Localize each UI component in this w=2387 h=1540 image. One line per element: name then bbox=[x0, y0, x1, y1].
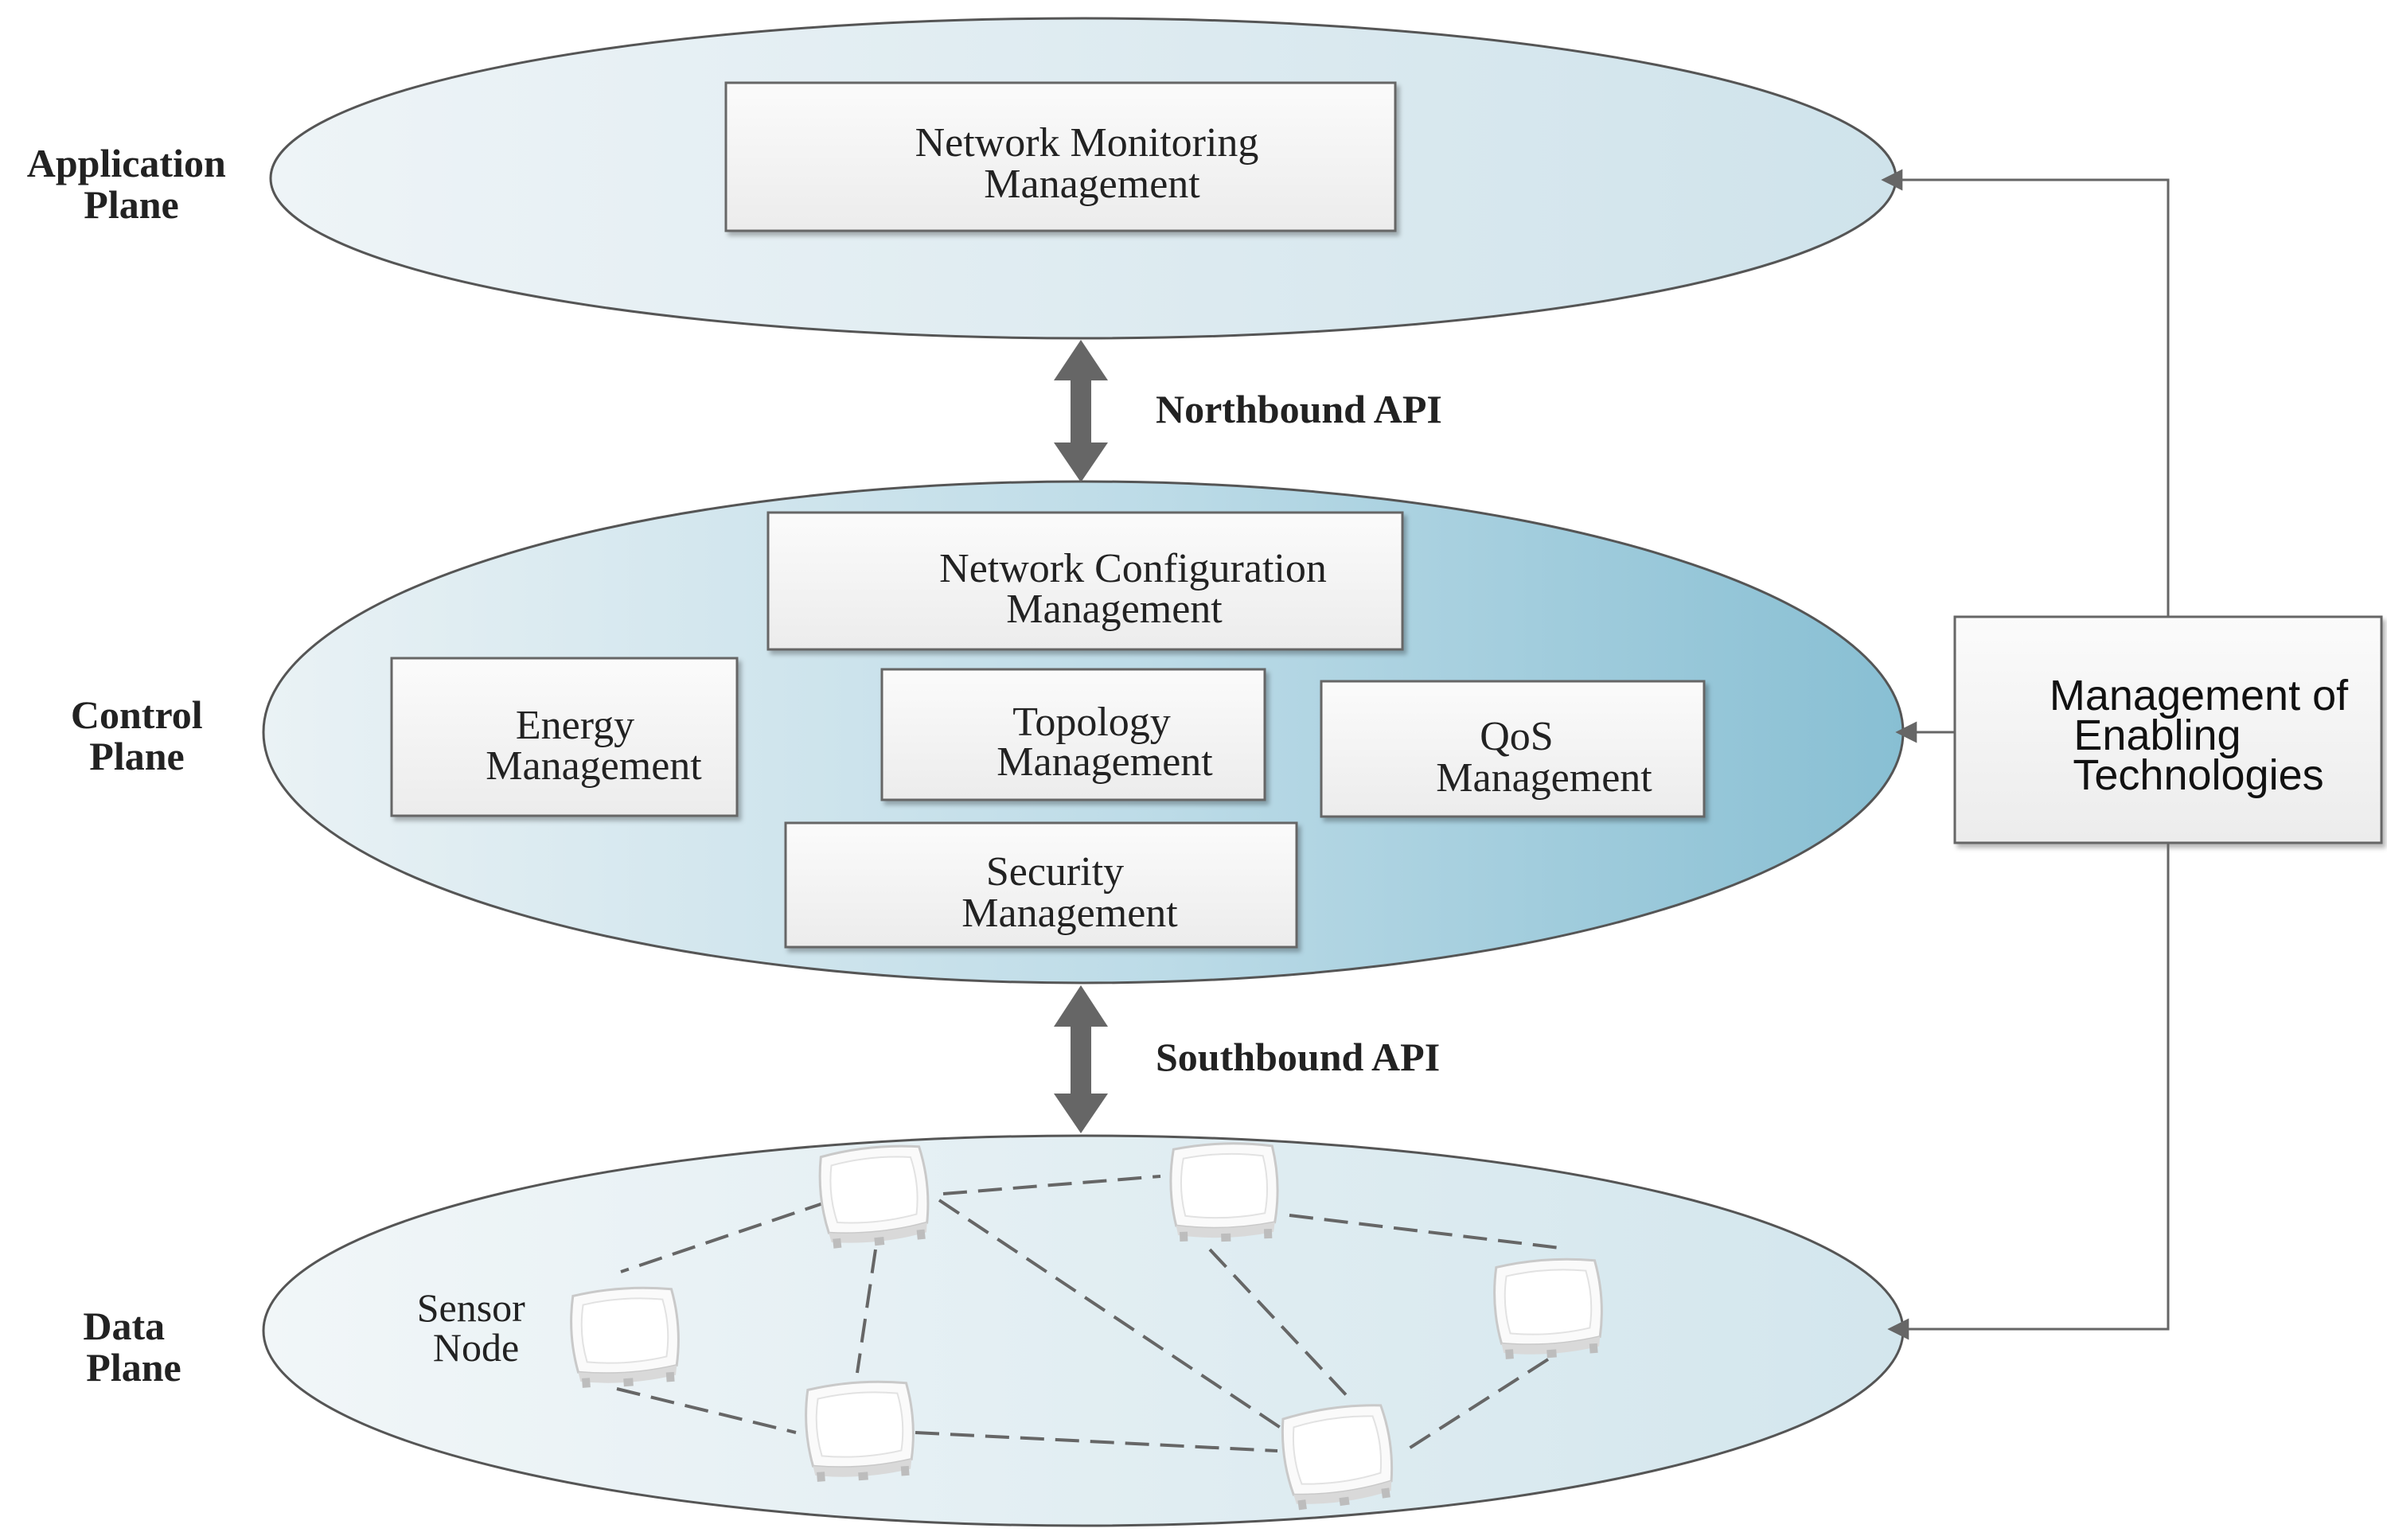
qos-management-box: QoS Management bbox=[1320, 680, 1706, 818]
enabling-technologies-box: Management of Enabling Technologies bbox=[1953, 615, 2383, 844]
enabling-connectors bbox=[1881, 169, 2170, 1340]
svg-text:Security Management: Security Management bbox=[961, 849, 1178, 936]
svg-text:QoS Management: QoS Management bbox=[1436, 714, 1652, 801]
application-plane-label: Application Plane bbox=[27, 141, 236, 227]
data-plane-label: Data Plane bbox=[83, 1304, 181, 1390]
sensor-node bbox=[1490, 1254, 1607, 1363]
energy-management-box: Energy Management bbox=[390, 657, 739, 817]
control-plane-label: Control Plane bbox=[71, 692, 213, 778]
security-management-box: Security Management bbox=[784, 821, 1298, 949]
southbound-arrow bbox=[1054, 985, 1108, 1133]
svg-text:Management of Enabling: Management of Enabling Technologies bbox=[2050, 672, 2360, 799]
sensor-node bbox=[1168, 1140, 1281, 1245]
svg-text:Topology Management: Topology Management bbox=[997, 700, 1213, 785]
sensor-node bbox=[567, 1283, 684, 1392]
svg-text:Energy Management: Energy Management bbox=[486, 703, 702, 789]
network-monitoring-box: Network Monitoring Management bbox=[724, 81, 1397, 232]
sensor-node bbox=[815, 1140, 934, 1253]
sensor-node-label: Sensor Node bbox=[417, 1285, 536, 1370]
network-configuration-box: Network Configuration Management bbox=[766, 511, 1404, 651]
sensor-links bbox=[616, 1175, 1561, 1452]
northbound-api-label: Northbound API bbox=[1156, 387, 1442, 431]
northbound-arrow bbox=[1054, 340, 1108, 482]
topology-management-box: Topology Management bbox=[880, 668, 1266, 801]
svg-text:Network Monitoring Manag: Network Monitoring Management bbox=[915, 120, 1270, 207]
sensor-node bbox=[802, 1377, 919, 1486]
svg-text:Network Configuration Ma: Network Configuration Management bbox=[939, 546, 1337, 632]
southbound-api-label: Southbound API bbox=[1156, 1035, 1440, 1079]
